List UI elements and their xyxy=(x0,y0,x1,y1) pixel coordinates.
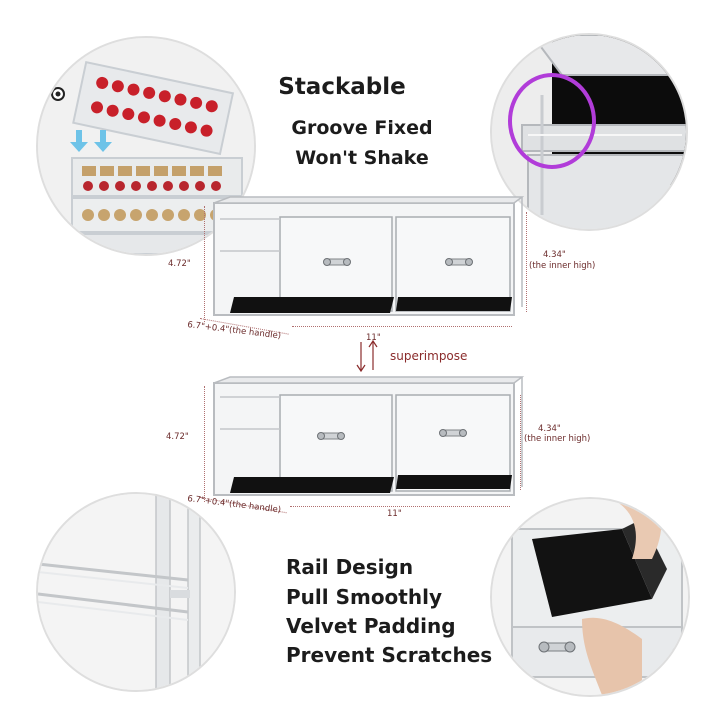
lower-organizer xyxy=(200,375,540,505)
lower-inner-height-line xyxy=(520,395,521,490)
upper-width-label: 11" xyxy=(366,333,381,343)
lower-inner-height-value: 4.34" xyxy=(538,424,561,434)
lower-height-label: 4.72" xyxy=(166,432,189,442)
lower-inner-height-note: (the inner high) xyxy=(524,434,591,444)
headline-stackable: Stackable xyxy=(278,74,406,100)
highlight-ring xyxy=(508,73,596,169)
lower-organizer-illustration xyxy=(213,376,525,496)
upper-organizer xyxy=(200,195,540,325)
upper-inner-height-line xyxy=(526,212,527,312)
superimpose-label: superimpose xyxy=(390,349,468,363)
upper-organizer-illustration xyxy=(213,196,525,316)
lipstick-drawers-illustration xyxy=(38,38,254,254)
feature-velvet-padding: Velvet Padding xyxy=(286,614,456,638)
lower-width-line xyxy=(290,506,510,507)
rail-illustration xyxy=(38,494,234,690)
groove-detail-closeup xyxy=(490,33,688,231)
upper-inner-height-note: (the inner high) xyxy=(529,261,596,271)
velvet-illustration xyxy=(492,499,688,695)
stacked-drawers-closeup xyxy=(36,36,256,256)
stack-arrows xyxy=(354,338,380,374)
up-down-arrows-icon xyxy=(356,339,378,373)
headline-groove-fixed: Groove Fixed xyxy=(291,117,433,139)
feature-prevent-scratches: Prevent Scratches xyxy=(286,643,493,667)
velvet-padding-closeup xyxy=(490,497,690,697)
rail-design-closeup xyxy=(36,492,236,692)
upper-height-line xyxy=(204,206,205,322)
upper-width-line xyxy=(292,326,512,327)
feature-pull-smoothly: Pull Smoothly xyxy=(286,585,442,609)
upper-height-label: 4.72" xyxy=(168,259,191,269)
lower-width-label: 11" xyxy=(387,509,402,519)
feature-rail-design: Rail Design xyxy=(286,555,414,579)
headline-wont-shake: Won't Shake xyxy=(295,147,429,169)
upper-inner-height-value: 4.34" xyxy=(543,250,566,260)
lower-height-line xyxy=(204,386,205,502)
